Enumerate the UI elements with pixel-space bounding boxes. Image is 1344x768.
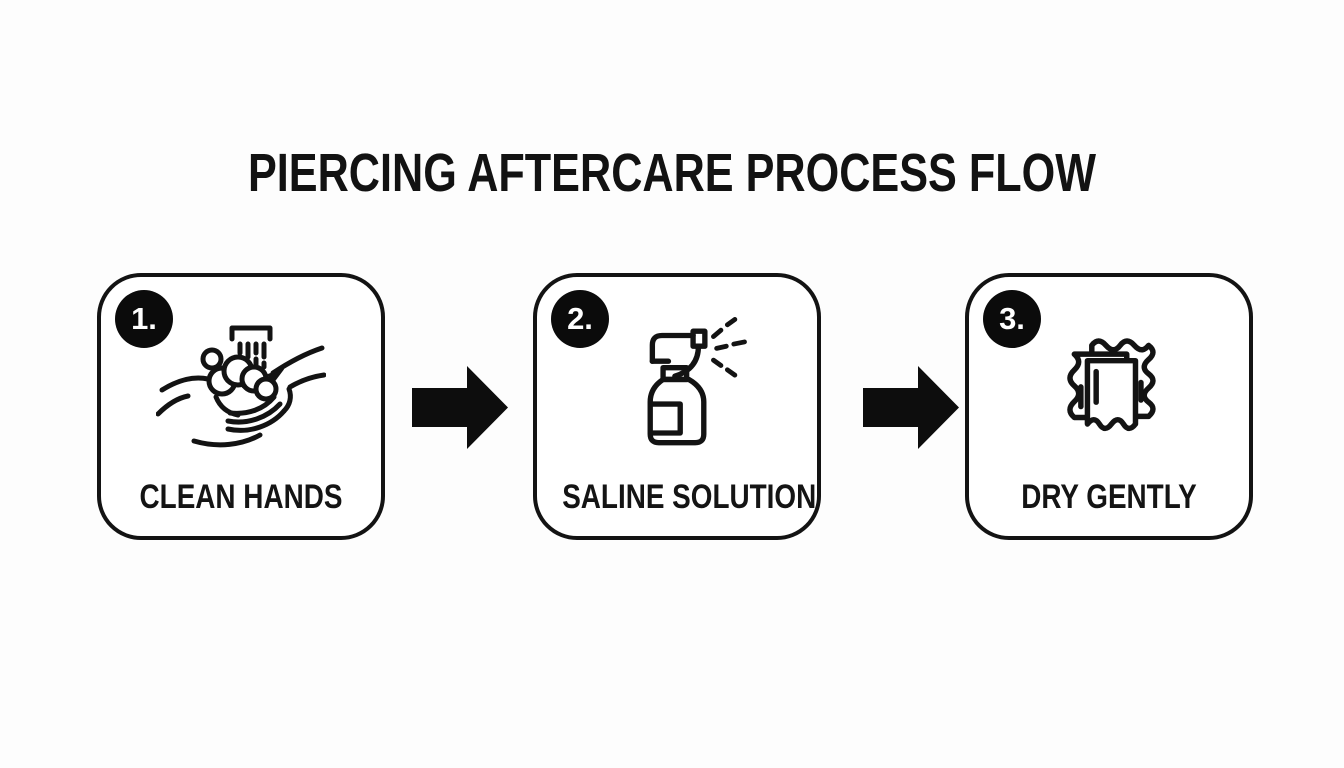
- hand-washing-icon: [156, 325, 326, 448]
- step-number: 1.: [131, 300, 157, 336]
- step-number: 2.: [567, 300, 593, 336]
- step-icon-area: [101, 309, 381, 467]
- step-label: CLEAN HANDS: [139, 478, 343, 516]
- step-card-dry-gently: 3. DRY GENTLY: [965, 273, 1253, 540]
- flow-arrow: [863, 362, 963, 453]
- paper-towels-icon: [1067, 338, 1156, 432]
- step-label: DRY GENTLY: [1021, 478, 1197, 516]
- diagram-title: PIERCING AFTERCARE PROCESS FLOW: [247, 143, 1097, 203]
- step-badge: 1.: [115, 290, 173, 348]
- step-label: SALINE SOLUTION: [562, 478, 817, 516]
- step-card-clean-hands: 1.: [97, 273, 385, 540]
- step-card-saline-solution: 2.: [533, 273, 821, 540]
- arrow-right-icon: [412, 366, 508, 449]
- step-number: 3.: [999, 300, 1025, 336]
- step-badge: 3.: [983, 290, 1041, 348]
- spray-bottle-icon: [647, 317, 747, 446]
- step-badge: 2.: [551, 290, 609, 348]
- step-icon-area: [969, 309, 1249, 467]
- step-icon-area: [537, 309, 817, 467]
- arrow-right-icon: [863, 366, 959, 449]
- flow-arrow: [412, 362, 512, 453]
